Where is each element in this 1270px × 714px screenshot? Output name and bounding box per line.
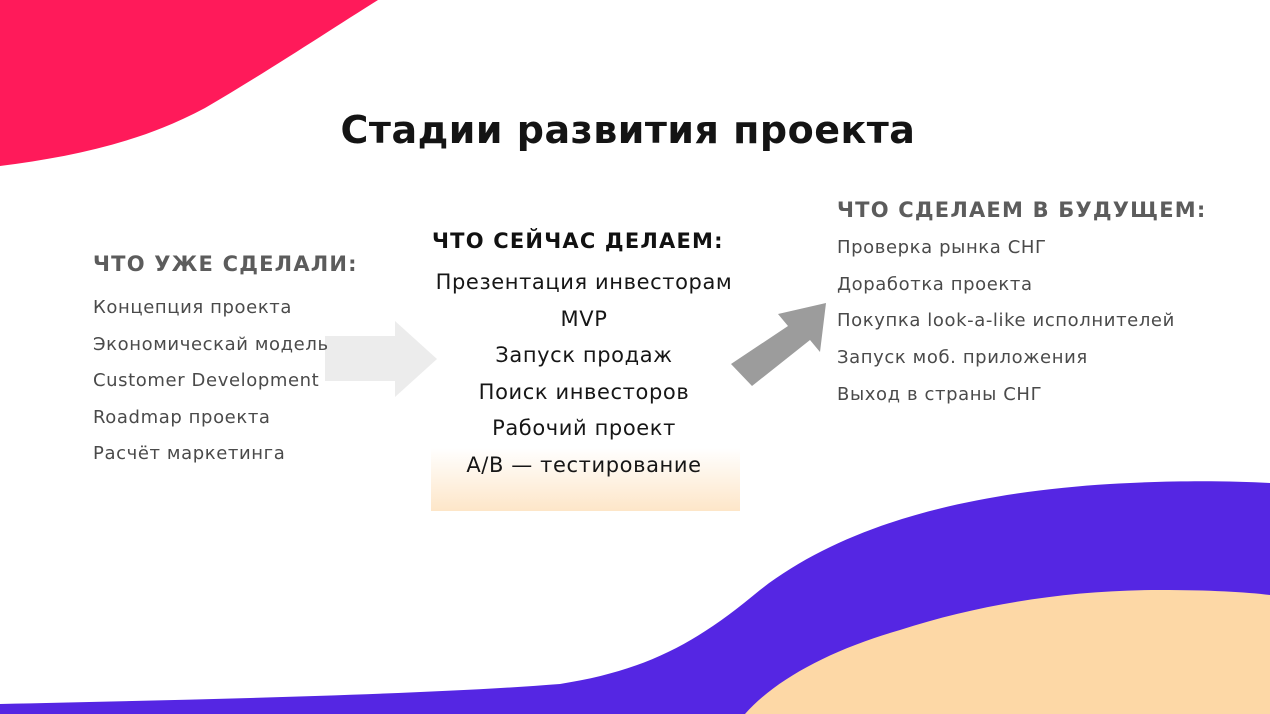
future-list: Проверка рынка СНГ Доработка проекта Пок…: [837, 230, 1175, 414]
done-item: Расчёт маркетинга: [93, 443, 286, 464]
done-item: Roadmap проекта: [93, 406, 271, 428]
future-item: Выход в страны СНГ: [837, 383, 1043, 405]
done-item: Экономическай модель: [93, 333, 329, 355]
done-list: Концепция проекта Экономическай модель C…: [93, 290, 329, 473]
now-item: Рабочий проект: [492, 416, 676, 441]
now-item: Запуск продаж: [495, 343, 673, 368]
highlight-strip: [431, 448, 740, 511]
done-item: Концепция проекта: [93, 297, 293, 318]
now-list: Презентация инвесторам MVP Запуск продаж…: [412, 264, 756, 484]
bottom-peach-shape: [745, 590, 1270, 714]
future-heading: ЧТО СДЕЛАЕМ В БУДУЩЕМ:: [837, 198, 1207, 222]
future-item: Запуск моб. приложения: [837, 347, 1088, 369]
top-pink-blob: [0, 0, 378, 166]
now-heading: ЧТО СЕЙЧАС ДЕЛАЕМ:: [432, 229, 724, 253]
future-item: Доработка проекта: [837, 273, 1033, 295]
done-heading: ЧТО УЖЕ СДЕЛАЛИ:: [93, 252, 358, 276]
page-title: Стадии развития проекта: [340, 108, 916, 152]
done-item: Customer Development: [93, 370, 320, 391]
now-item: A/B — тестирование: [466, 452, 702, 477]
future-item: Проверка рынка СНГ: [837, 237, 1047, 258]
future-item: Покупка look-a-like исполнителей: [837, 310, 1175, 332]
now-item: Презентация инвесторам: [435, 270, 733, 294]
now-item: MVP: [560, 306, 608, 331]
now-item: Поиск инвесторов: [478, 379, 690, 404]
